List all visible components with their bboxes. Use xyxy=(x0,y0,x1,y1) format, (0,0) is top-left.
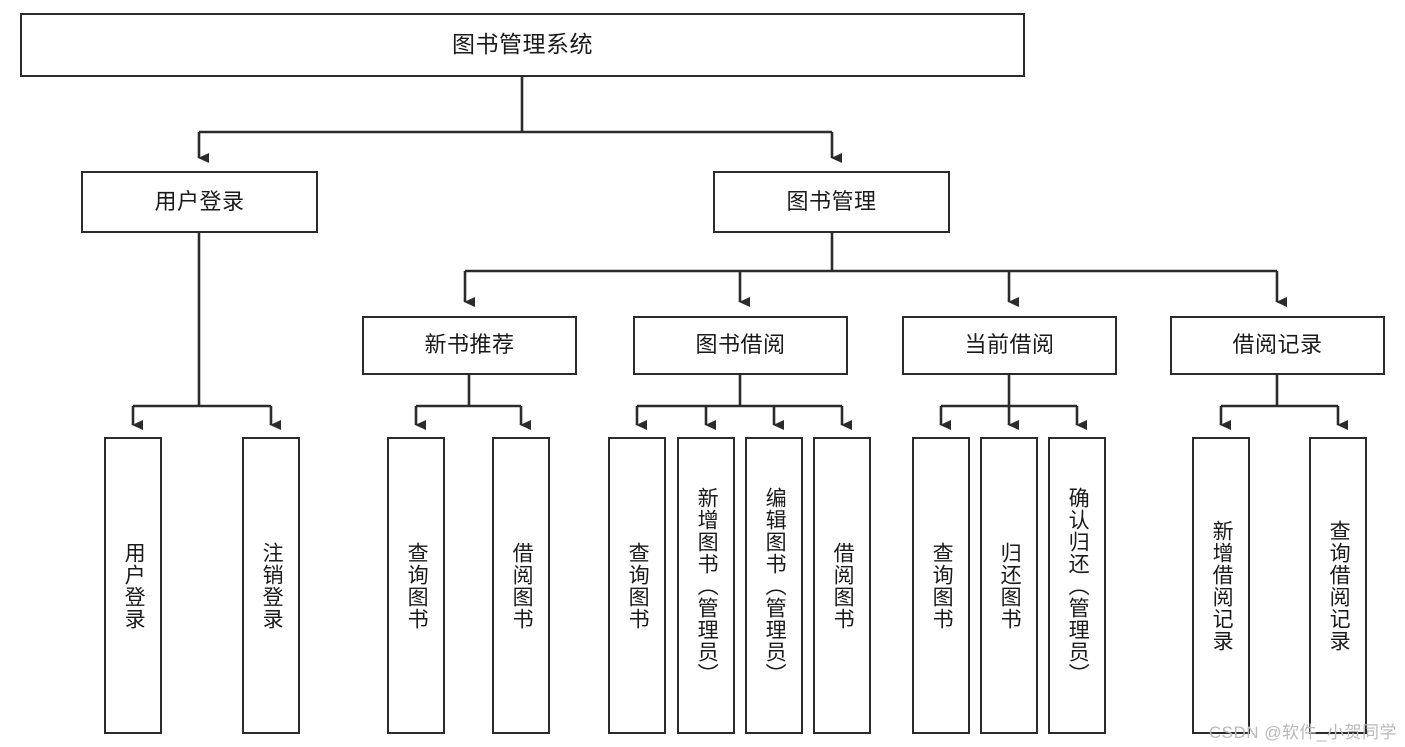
node-leaf-query-book-1[interactable]: 查询图书 xyxy=(387,437,445,734)
node-leaf-add-record[interactable]: 新增借阅记录 xyxy=(1192,437,1250,734)
node-leaf-user-login[interactable]: 用户登录 xyxy=(104,437,162,734)
node-label: 注销登录 xyxy=(260,541,284,630)
node-leaf-add-book[interactable]: 新增图书（管理员） xyxy=(677,437,735,734)
node-book-management-system[interactable]: 图书管理系统 xyxy=(20,13,1025,77)
node-label: 查询借阅记录 xyxy=(1327,519,1351,652)
node-leaf-borrow-book-1[interactable]: 借阅图书 xyxy=(492,437,550,734)
node-borrow-record[interactable]: 借阅记录 xyxy=(1170,316,1385,375)
node-label: 图书借阅 xyxy=(695,332,786,358)
node-label: 用户登录 xyxy=(154,188,245,214)
node-label: 图书管理 xyxy=(786,188,877,214)
node-label: 编辑图书（管理员） xyxy=(763,486,787,685)
node-label: 新增图书（管理员） xyxy=(695,486,719,685)
node-label: 新书推荐 xyxy=(424,332,515,358)
node-user-login[interactable]: 用户登录 xyxy=(81,171,318,233)
node-label: 用户登录 xyxy=(122,541,146,630)
node-label: 借阅图书 xyxy=(831,541,855,630)
node-label: 新增借阅记录 xyxy=(1210,519,1234,652)
node-book-borrow[interactable]: 图书借阅 xyxy=(633,316,848,375)
node-label: 归还图书 xyxy=(998,541,1022,630)
node-current-borrow[interactable]: 当前借阅 xyxy=(902,316,1117,375)
node-leaf-query-book-2[interactable]: 查询图书 xyxy=(608,437,666,734)
csdn-watermark: CSDN @软件_小贺同学 xyxy=(1208,723,1397,742)
node-leaf-borrow-book-2[interactable]: 借阅图书 xyxy=(813,437,871,734)
node-leaf-confirm-return[interactable]: 确认归还（管理员） xyxy=(1048,437,1106,734)
node-new-book-recommend[interactable]: 新书推荐 xyxy=(362,316,577,375)
node-leaf-query-record[interactable]: 查询借阅记录 xyxy=(1309,437,1367,734)
node-label: 借阅图书 xyxy=(510,541,534,630)
node-leaf-user-logout[interactable]: 注销登录 xyxy=(242,437,300,734)
node-label: 借阅记录 xyxy=(1232,332,1323,358)
node-label: 查询图书 xyxy=(930,541,954,630)
node-label: 图书管理系统 xyxy=(452,31,593,58)
node-label: 当前借阅 xyxy=(964,332,1055,358)
node-label: 查询图书 xyxy=(405,541,429,630)
node-label: 确认归还（管理员） xyxy=(1066,486,1090,685)
node-book-management[interactable]: 图书管理 xyxy=(713,171,950,233)
node-label: 查询图书 xyxy=(626,541,650,630)
node-leaf-return-book[interactable]: 归还图书 xyxy=(980,437,1038,734)
node-leaf-query-book-3[interactable]: 查询图书 xyxy=(912,437,970,734)
node-leaf-edit-book[interactable]: 编辑图书（管理员） xyxy=(745,437,803,734)
